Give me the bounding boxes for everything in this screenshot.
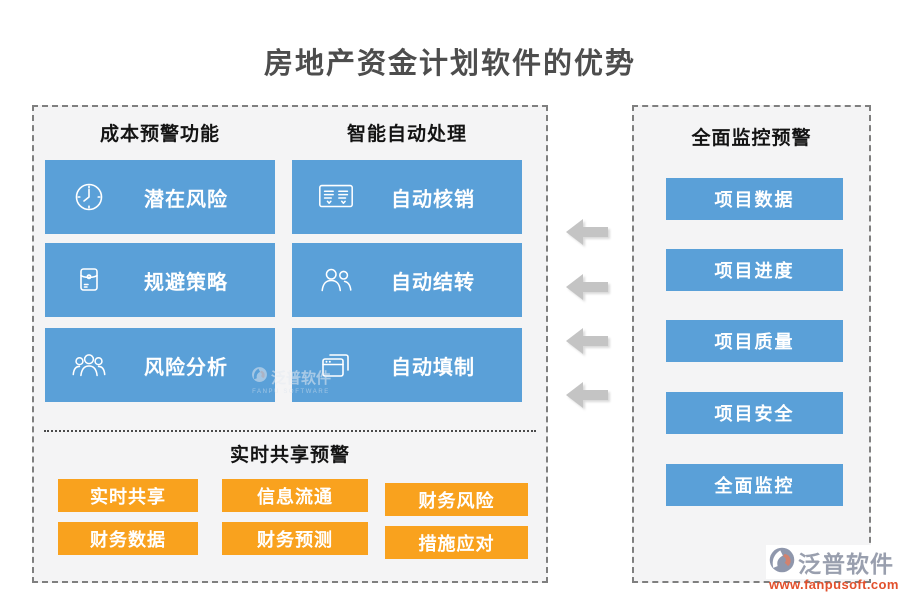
monitor-item-project-data: 项目数据 [666, 178, 843, 220]
arrow-left-icon [566, 328, 608, 354]
feature-label: 规避策略 [144, 271, 228, 294]
envelope-icon [69, 260, 109, 300]
right-panel: 全面监控预警 项目数据 项目进度 项目质量 项目安全 全面监控 [632, 105, 871, 583]
section-title-full-monitoring: 全面监控预警 [691, 128, 812, 149]
windows-icon [316, 345, 356, 385]
feature-label: 自动结转 [391, 271, 475, 294]
feature-label: 潜在风险 [144, 188, 228, 211]
monitor-item-project-safety: 项目安全 [666, 392, 843, 434]
people-group-icon [69, 345, 109, 385]
id-card-icon [316, 177, 356, 217]
tag-countermeasures: 措施应对 [385, 526, 528, 559]
tag-info-flow: 信息流通 [222, 479, 368, 512]
monitor-item-full-monitoring: 全面监控 [666, 464, 843, 506]
logo-url: www.fanpusoft.com [769, 577, 899, 592]
clock-icon [69, 177, 109, 217]
feature-box-auto-writeoff: 自动核销 [292, 160, 522, 234]
tag-financial-risk: 财务风险 [385, 483, 528, 516]
arrow-left-icon [566, 274, 608, 300]
left-panel: 成本预警功能 智能自动处理 潜在风险 规避策略 [32, 105, 548, 583]
feature-label: 自动填制 [391, 356, 475, 379]
feature-label: 自动核销 [391, 188, 475, 211]
feature-box-auto-fill: 自动填制 [292, 328, 522, 402]
arrow-left-icon [566, 219, 608, 245]
monitor-item-project-quality: 项目质量 [666, 320, 843, 362]
section-title-auto-processing: 智能自动处理 [346, 124, 467, 145]
tag-financial-forecast: 财务预测 [222, 522, 368, 555]
tag-realtime-share: 实时共享 [58, 479, 198, 512]
feature-box-risk-analysis: 风险分析 [45, 328, 275, 402]
section-title-realtime-share: 实时共享预警 [229, 445, 350, 466]
tag-financial-data: 财务数据 [58, 522, 198, 555]
feature-box-avoidance-strategy: 规避策略 [45, 243, 275, 317]
arrow-left-icon [566, 382, 608, 408]
dotted-divider [44, 430, 536, 432]
logo-icon [768, 546, 796, 579]
feature-label: 风险分析 [144, 356, 228, 379]
feature-box-auto-carryover: 自动结转 [292, 243, 522, 317]
footer-logo: 泛普软件 [766, 545, 896, 579]
two-people-icon [316, 260, 356, 300]
section-title-cost-warning: 成本预警功能 [99, 124, 220, 145]
page-title: 房地产资金计划软件的优势 [263, 48, 636, 80]
monitor-item-project-progress: 项目进度 [666, 249, 843, 291]
feature-box-potential-risk: 潜在风险 [45, 160, 275, 234]
logo-name: 泛普软件 [798, 551, 894, 577]
